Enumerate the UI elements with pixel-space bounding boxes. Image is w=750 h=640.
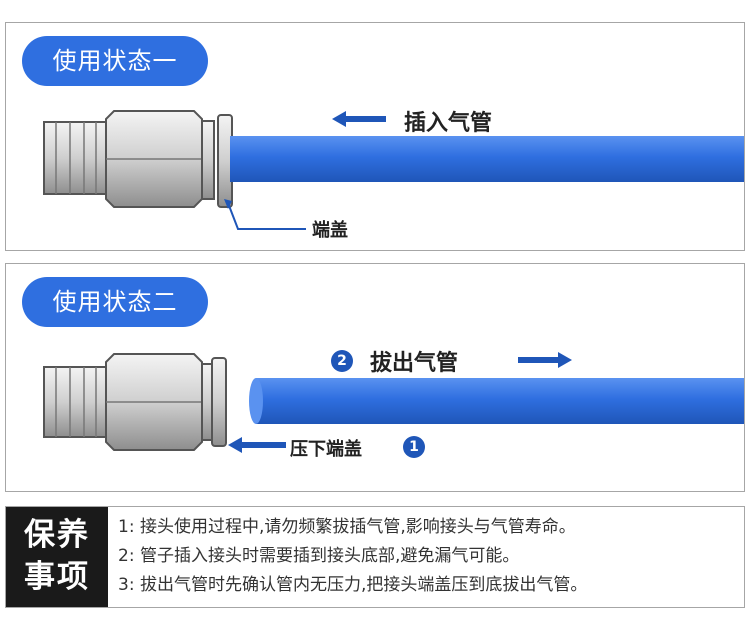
usage-state-one-panel: 使用状态一 bbox=[5, 22, 745, 251]
state-two-illustration bbox=[43, 352, 744, 453]
tube-icon bbox=[249, 378, 744, 424]
state-two-title: 使用状态二 bbox=[22, 277, 208, 327]
fitting-icon bbox=[43, 353, 227, 451]
press-cap-label: 压下端盖 bbox=[290, 439, 362, 460]
list-item: 1: 接头使用过程中,请勿频繁拔插气管,影响接头与气管寿命。 bbox=[118, 517, 576, 537]
arrow-left-icon bbox=[228, 437, 286, 453]
maintenance-title-line1: 保养 bbox=[24, 517, 90, 553]
list-item: 2: 管子插入接头时需要插到接头底部,避免漏气可能。 bbox=[118, 546, 520, 566]
step-one-badge: 1 bbox=[403, 436, 425, 458]
maintenance-section: 保养 事项 1: 接头使用过程中,请勿频繁拔插气管,影响接头与气管寿命。 2: … bbox=[5, 506, 745, 608]
pull-tube-label: 拔出气管 bbox=[370, 351, 459, 376]
maintenance-list: 1: 接头使用过程中,请勿频繁拔插气管,影响接头与气管寿命。 2: 管子插入接头… bbox=[118, 513, 738, 600]
step-two-badge: 2 bbox=[331, 350, 353, 372]
usage-state-two-panel: 使用状态二 bbox=[5, 263, 745, 492]
maintenance-title-line2: 事项 bbox=[24, 559, 90, 595]
list-item: 3: 拔出气管时先确认管内无压力,把接头端盖压到底拔出气管。 bbox=[118, 575, 588, 595]
arrow-right-icon bbox=[518, 352, 572, 368]
state-one-title: 使用状态一 bbox=[22, 36, 208, 86]
pointer-line-icon bbox=[224, 199, 306, 230]
cap-label: 端盖 bbox=[312, 220, 348, 241]
maintenance-title: 保养 事项 bbox=[6, 507, 108, 607]
fitting-icon bbox=[43, 110, 233, 208]
insert-tube-label: 插入气管 bbox=[404, 111, 493, 136]
arrow-left-icon bbox=[332, 111, 386, 127]
tube-icon bbox=[230, 136, 744, 182]
state-one-illustration bbox=[43, 110, 744, 230]
